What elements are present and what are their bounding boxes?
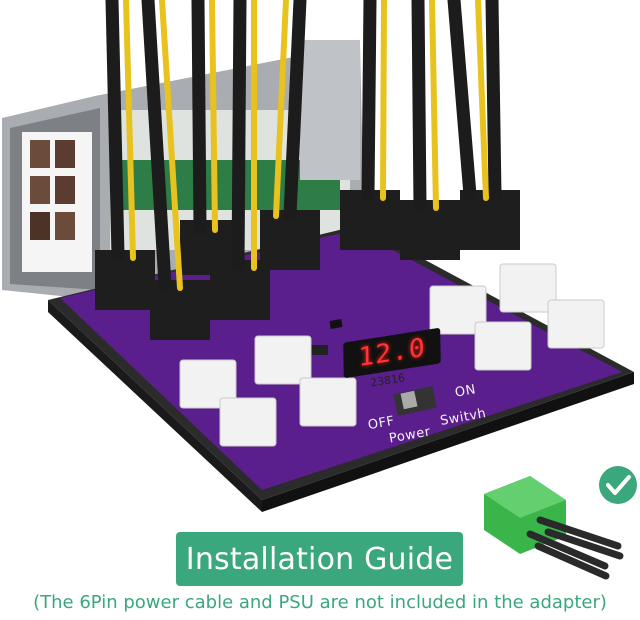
green-terminal-connector — [484, 476, 624, 580]
socket-row-front — [179, 263, 605, 447]
power-switch — [393, 386, 437, 416]
cable-plugs — [95, 190, 520, 340]
power-cables — [105, 0, 502, 292]
check-circle-icon — [599, 466, 637, 504]
disclaimer-note: (The 6Pin power cable and PSU are not in… — [33, 592, 607, 613]
installation-guide-banner: Installation Guide — [176, 532, 463, 586]
